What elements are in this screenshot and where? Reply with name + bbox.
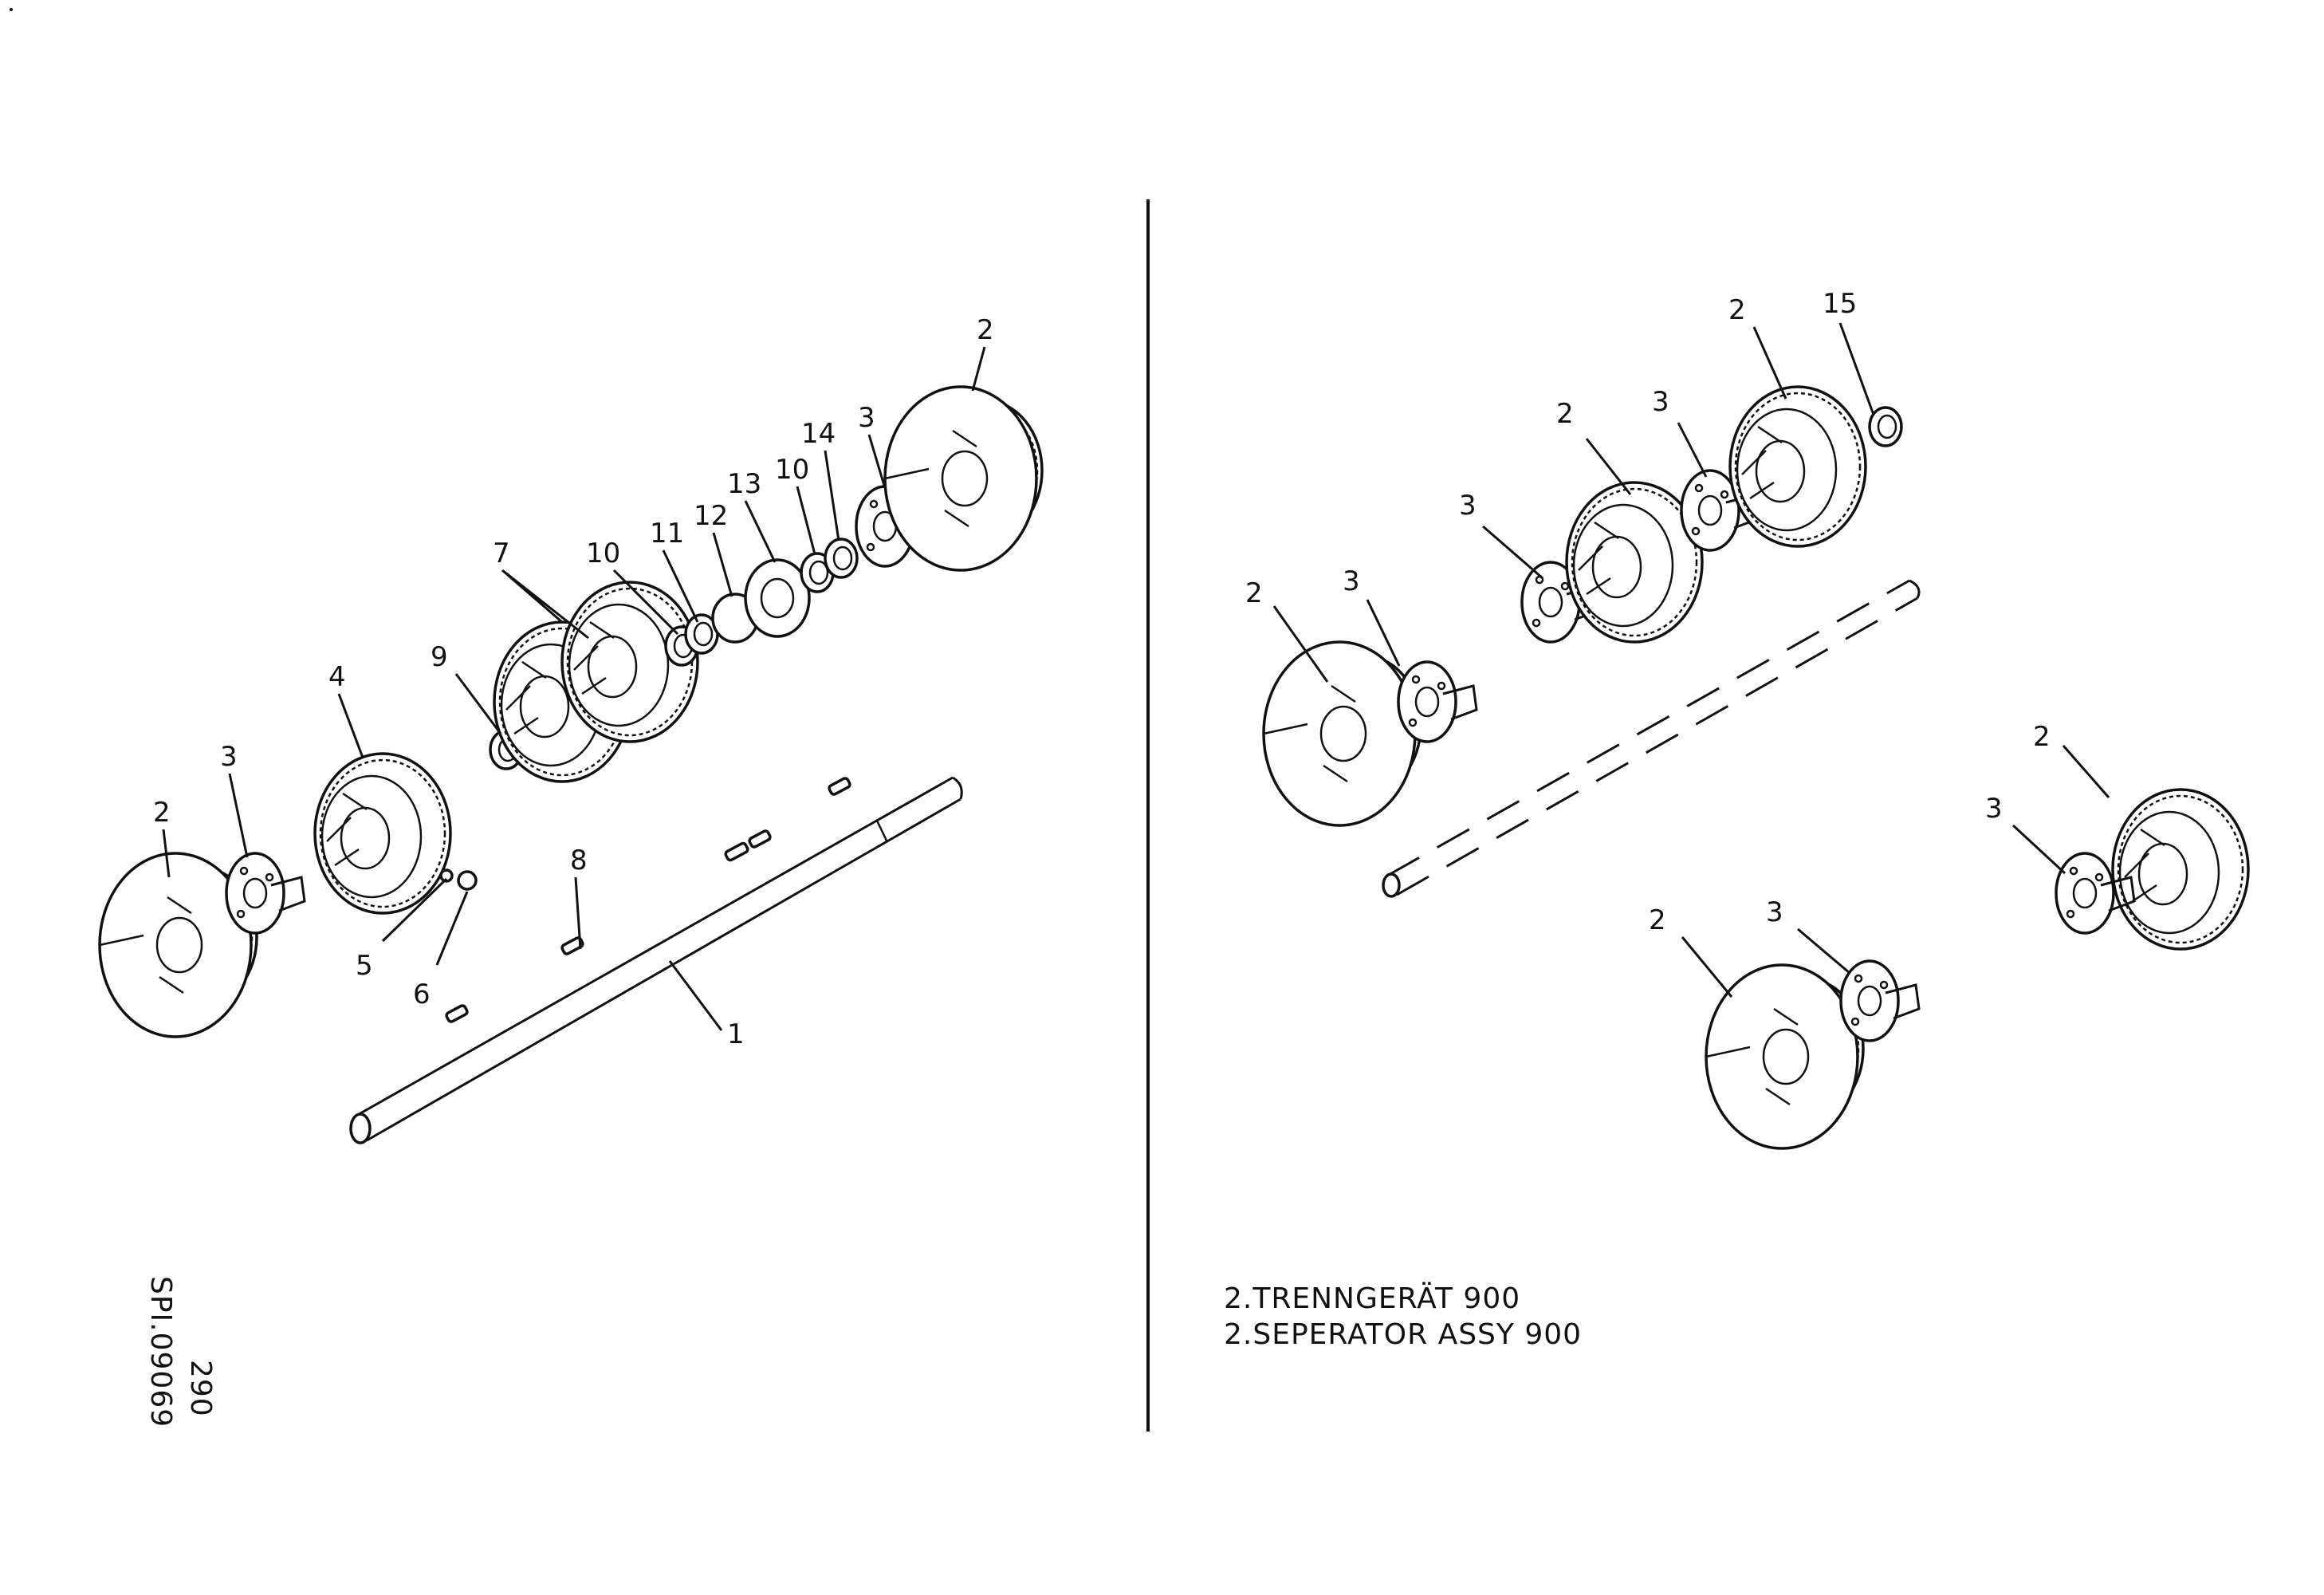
callout: 3 [1766,896,1783,928]
callout: 2 [977,314,994,346]
callout: 11 [650,518,684,549]
callout: 10 [775,454,809,486]
callout: 3 [220,741,238,773]
callout: 1 [727,1018,745,1050]
callout: 3 [1652,386,1669,418]
callouts-left: 2 3 4 5 6 7 8 9 10 11 12 13 10 14 3 2 1 [153,314,994,1050]
callout: 2 [1245,577,1263,609]
callout: 2 [1649,904,1666,936]
caption-german: 2.TRENNGERÄT 900 [1224,1282,1520,1315]
callout: 3 [1343,565,1360,597]
callout: 7 [493,538,510,569]
callout: 5 [356,950,373,982]
callout: 4 [328,661,346,693]
callout: 12 [694,500,728,532]
callout: 3 [858,402,875,434]
callout: 14 [801,418,836,450]
callout: 8 [570,845,588,876]
right-exploded-view: 2 15 2 3 3 2 3 2 3 2 3 2.TRENNGERÄT 900 … [1224,288,2250,1351]
callout: 3 [1459,490,1477,522]
drawing-code: SPI.09069 [144,1276,177,1428]
page-number: 290 [184,1360,217,1417]
callout: 2 [1556,398,1574,430]
callout: 6 [413,979,431,1010]
callout: 15 [1823,288,1857,320]
callout: 2 [2033,721,2051,753]
left-exploded-view: 2 3 4 5 6 7 8 9 10 11 12 13 10 14 3 2 1 … [98,314,1044,1428]
caption-english: 2.SEPERATOR ASSY 900 [1224,1318,1582,1351]
callout: 10 [586,538,620,569]
callout: 2 [153,797,171,829]
callouts-right: 2 15 2 3 3 2 3 2 3 2 3 [1245,288,2051,936]
callout: 13 [727,468,761,500]
callout: 3 [1985,793,2003,825]
callout: 9 [431,641,448,673]
callout: 2 [1728,294,1746,326]
